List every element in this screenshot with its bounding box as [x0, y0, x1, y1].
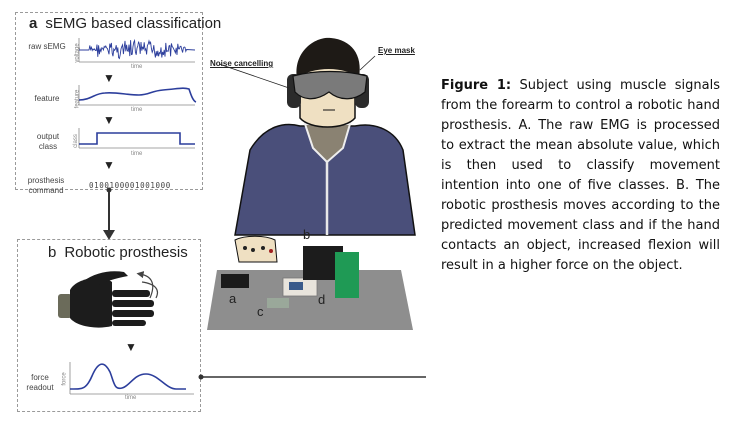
eye-callout-line: [359, 55, 376, 71]
raw-semg-plot: [78, 38, 196, 63]
output-class-plot: [78, 128, 195, 149]
board-c: [267, 298, 289, 308]
electrode: [251, 248, 255, 252]
arrow-down-icon: ▼: [103, 113, 115, 127]
panel-b-title: b Robotic prosthesis: [48, 244, 188, 261]
hand-palm: [70, 277, 112, 328]
flexion-arrow-2: [141, 281, 159, 299]
command-label-line2: command: [28, 186, 64, 195]
figure-caption: Figure 1: Subject using muscle signals f…: [441, 76, 720, 276]
scene-label-a: a: [229, 291, 237, 306]
scene-label-b: b: [303, 227, 311, 242]
output-label-line2: class: [38, 142, 58, 151]
hand-wrist: [58, 294, 72, 318]
raw-x-axis-label: time: [131, 64, 143, 70]
amplifier-a: [221, 274, 249, 288]
force-label-line2: readout: [26, 383, 54, 392]
arrow-down-icon: ▼: [103, 158, 115, 172]
output-label-line1: output: [36, 132, 60, 141]
force-connector: [198, 374, 426, 380]
hair: [296, 37, 360, 78]
caption-label: Figure 1:: [441, 78, 512, 93]
arrow-down-icon: ▼: [125, 340, 137, 354]
robotic-hand-illustration: [58, 271, 159, 328]
prosthesis-command-value: 0100100001001000: [89, 181, 171, 190]
feature-plot: [78, 85, 197, 106]
electrode: [243, 246, 247, 250]
output-x-axis-label: time: [131, 151, 143, 157]
force-readout-plot: [69, 362, 194, 395]
panel-connector: [103, 187, 115, 240]
eye-mask: [292, 70, 368, 100]
subject-illustration: [207, 37, 416, 330]
output-class-signal: [79, 132, 195, 145]
force-signal: [69, 363, 186, 390]
flexion-arrow: [136, 271, 154, 299]
arrow-down-icon: ▼: [103, 71, 115, 85]
panel-b-title-text: Robotic prosthesis: [64, 244, 188, 261]
device-screen: [289, 282, 303, 290]
feature-signal: [78, 87, 197, 103]
finger-little: [112, 320, 146, 326]
raw-semg-label: raw sEMG: [28, 42, 66, 51]
panel-a-title-text: sEMG based classification: [45, 15, 222, 32]
panel-a-title: a sEMG based classification: [29, 15, 221, 32]
force-label-line1: force: [31, 373, 49, 382]
scene-label-d: d: [318, 292, 326, 307]
noise-callout-line: [218, 63, 290, 89]
electrode: [269, 249, 273, 253]
panel-b-letter: b: [48, 244, 57, 261]
connector-arrowhead: [103, 230, 115, 240]
force-x-axis-label: time: [125, 395, 137, 401]
forearm: [234, 235, 278, 263]
green-object: [335, 252, 359, 298]
raw-semg-signal: [79, 38, 196, 60]
panel-a-letter: a: [29, 15, 38, 32]
hand-thumb: [82, 271, 128, 286]
eye-mask-callout: Eye mask: [378, 46, 415, 55]
force-y-axis-label: force: [61, 372, 68, 386]
panel-b-robotic-prosthesis: [17, 239, 201, 412]
caption-text: Subject using muscle signals from the fo…: [441, 78, 720, 273]
command-label-line1: prosthesis: [27, 176, 65, 185]
finger-middle: [112, 300, 154, 307]
noise-cancelling-callout: Noise cancelling: [210, 59, 274, 68]
table: [207, 270, 413, 330]
feature-x-axis-label: time: [131, 107, 143, 113]
feature-label: feature: [34, 94, 60, 103]
electrode: [261, 246, 265, 250]
scene-label-c: c: [257, 304, 264, 319]
finger-index: [112, 290, 150, 297]
hoodie: [234, 123, 416, 236]
finger-ring: [112, 310, 154, 317]
